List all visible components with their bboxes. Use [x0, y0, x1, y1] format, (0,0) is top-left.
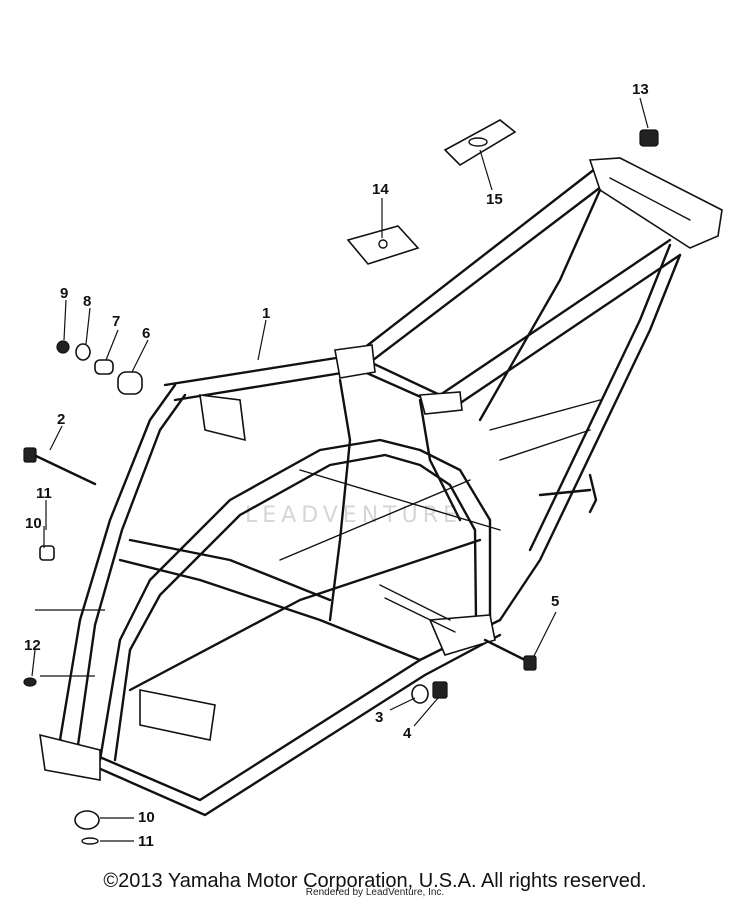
callout-13: 13 — [632, 81, 649, 98]
callout-1: 1 — [262, 305, 270, 322]
callout-8: 8 — [83, 293, 91, 310]
leader-lines — [31, 97, 649, 842]
part-12-clip — [23, 677, 37, 687]
part-11-clip-lower — [81, 837, 99, 845]
callouts: 13 15 14 1 9 8 7 6 2 11 10 12 3 4 5 10 1… — [24, 81, 649, 850]
callout-14: 14 — [372, 181, 389, 198]
part-13-nut — [639, 129, 659, 147]
callout-11: 11 — [36, 485, 52, 502]
part-10-cap-lower — [74, 810, 100, 830]
copyright-text: ©2013 Yamaha Motor Corporation, U.S.A. A… — [103, 870, 647, 892]
part-3-washer — [411, 684, 429, 704]
part-9-nut — [56, 340, 70, 354]
part-5-bolt — [483, 638, 537, 671]
callout-9: 9 — [60, 285, 68, 302]
part-6-bushing — [117, 371, 143, 395]
callout-15: 15 — [486, 191, 503, 208]
callout-2: 2 — [57, 411, 65, 428]
watermark: LEADVENTURE — [245, 503, 462, 528]
part-2-bolt — [23, 447, 97, 486]
callout-11-lower: 11 — [138, 833, 154, 850]
callout-12: 12 — [24, 637, 41, 654]
callout-4: 4 — [403, 725, 412, 742]
part-4-nut — [432, 681, 448, 699]
callout-6: 6 — [142, 325, 150, 342]
rendered-by-text: Rendered by LeadVenture, Inc. — [305, 887, 445, 898]
part-8-washer — [75, 343, 91, 361]
part-14-pad — [346, 225, 420, 265]
part-7-collar — [94, 359, 114, 375]
part-10-cap — [39, 545, 55, 561]
frame-part-1 — [35, 157, 723, 817]
callout-3: 3 — [375, 709, 383, 726]
callout-10: 10 — [25, 515, 42, 532]
callout-7: 7 — [112, 313, 120, 330]
part-15-bracket — [443, 119, 517, 167]
callout-10-lower: 10 — [138, 809, 155, 826]
callout-5: 5 — [551, 593, 559, 610]
